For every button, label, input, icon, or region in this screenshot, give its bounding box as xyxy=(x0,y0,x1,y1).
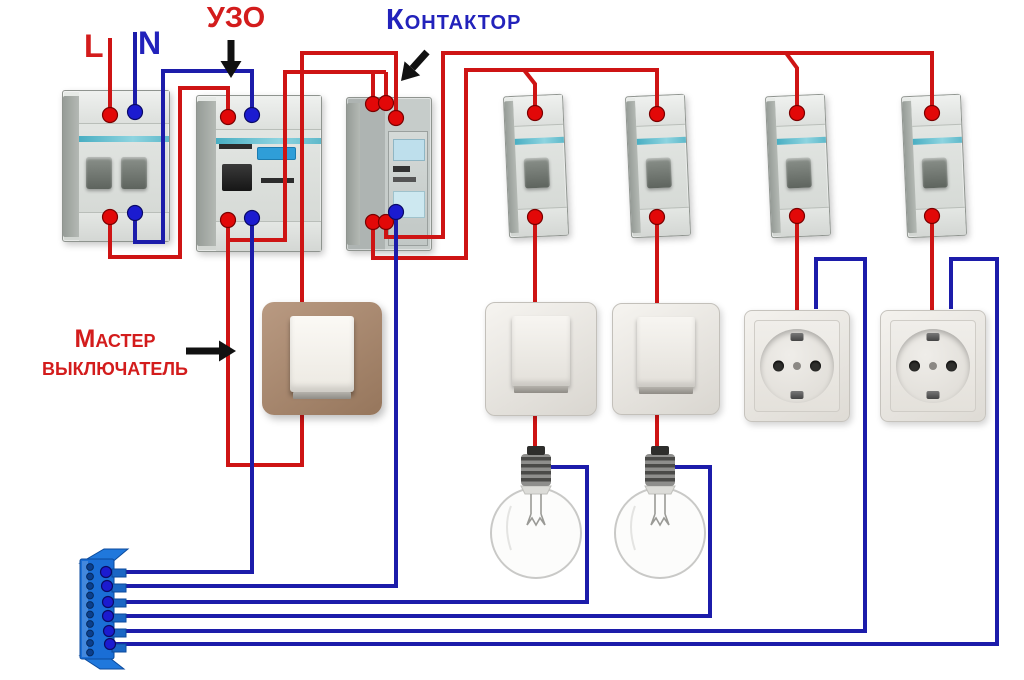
light-switch-1 xyxy=(485,302,597,416)
label-rcd: УЗО xyxy=(206,2,266,34)
breaker-bottom-cap xyxy=(639,207,691,237)
breaker-side xyxy=(63,95,79,237)
switch-rocker xyxy=(290,316,354,399)
breaker-bottom-cap xyxy=(78,211,169,241)
contactor-indicator-window xyxy=(392,190,425,218)
socket-recess xyxy=(760,329,834,403)
switch-rocker xyxy=(637,317,695,394)
breaker-bottom-cap xyxy=(517,207,569,237)
ground-clip xyxy=(790,333,804,341)
socket-center-hole xyxy=(793,362,801,370)
breaker-toggle xyxy=(646,157,672,189)
light-switch-2 xyxy=(612,303,720,415)
switch-rocker xyxy=(512,316,570,393)
terminal-block-icon xyxy=(78,548,130,670)
rcd-arrow xyxy=(220,61,242,78)
master-switch xyxy=(262,302,382,415)
breaker-top-cap xyxy=(774,94,826,128)
breaker-bottom-cap xyxy=(215,220,321,251)
main-breaker-2pole xyxy=(62,90,170,242)
contactor-front-panel xyxy=(387,131,429,246)
rcd-label-bar xyxy=(261,178,294,184)
label-neutral: N xyxy=(138,25,162,61)
contactor-label-window xyxy=(392,139,425,162)
breaker-toggle xyxy=(86,157,112,189)
socket-hole xyxy=(773,360,784,372)
breaker-top-cap xyxy=(910,94,962,128)
breaker-brand-stripe xyxy=(78,136,169,142)
contactor-slot xyxy=(393,177,416,182)
contactor-side xyxy=(347,102,360,246)
breaker-top-cap xyxy=(78,91,169,124)
label-master-line1: Мастер xyxy=(74,325,156,353)
master-switch-arrow xyxy=(219,340,236,362)
breaker-toggle xyxy=(786,157,812,189)
ground-clip xyxy=(790,391,804,399)
circuit-breaker-4 xyxy=(900,93,968,239)
breaker-toggle xyxy=(922,157,948,189)
contactor-arrow xyxy=(401,61,421,81)
ground-clip xyxy=(926,333,940,341)
power-socket-1 xyxy=(744,310,850,422)
breaker-brand-stripe xyxy=(636,136,687,145)
neutral-terminal-block xyxy=(70,545,180,671)
socket-recess xyxy=(896,329,970,403)
socket-hole xyxy=(946,360,957,372)
contactor-slot xyxy=(393,166,410,172)
ground-clip xyxy=(926,391,940,399)
circuit-breaker-3 xyxy=(764,93,832,239)
breaker-toggle xyxy=(121,157,147,189)
rcd-lever xyxy=(221,164,252,191)
neutral-wire xyxy=(104,218,254,574)
label-line: L xyxy=(84,28,104,64)
breaker-side xyxy=(197,100,216,247)
light-bulb-icon xyxy=(490,446,582,579)
label-master-switch: Мастер выключатель xyxy=(22,325,208,381)
breaker-toggle xyxy=(524,157,550,189)
rcd-device xyxy=(196,95,322,252)
circuit-breaker-2 xyxy=(624,93,692,239)
breaker-brand-stripe xyxy=(776,136,827,145)
light-bulb-2 xyxy=(605,446,715,581)
breaker-bottom-cap xyxy=(915,207,967,237)
contactor-device xyxy=(346,97,432,251)
power-socket-2 xyxy=(880,310,986,422)
label-master-line2: выключатель xyxy=(42,352,188,381)
socket-hole xyxy=(909,360,920,372)
breaker-top-cap xyxy=(512,94,564,128)
breaker-brand-stripe xyxy=(912,136,963,145)
socket-center-hole xyxy=(929,362,937,370)
rcd-test-button xyxy=(256,147,296,160)
socket-hole xyxy=(810,360,821,372)
label-contactor: Контактор xyxy=(386,4,522,36)
breaker-top-cap xyxy=(215,96,321,130)
light-bulb-icon xyxy=(614,446,706,579)
circuit-breaker-1 xyxy=(502,93,570,239)
breaker-bottom-cap xyxy=(779,207,831,237)
rcd-label-bar xyxy=(219,144,252,150)
breaker-brand-stripe xyxy=(514,136,565,145)
contactor-arrow xyxy=(409,49,430,71)
light-bulb-1 xyxy=(481,446,591,581)
breaker-top-cap xyxy=(634,94,686,128)
breaker-brand-stripe xyxy=(215,137,321,144)
